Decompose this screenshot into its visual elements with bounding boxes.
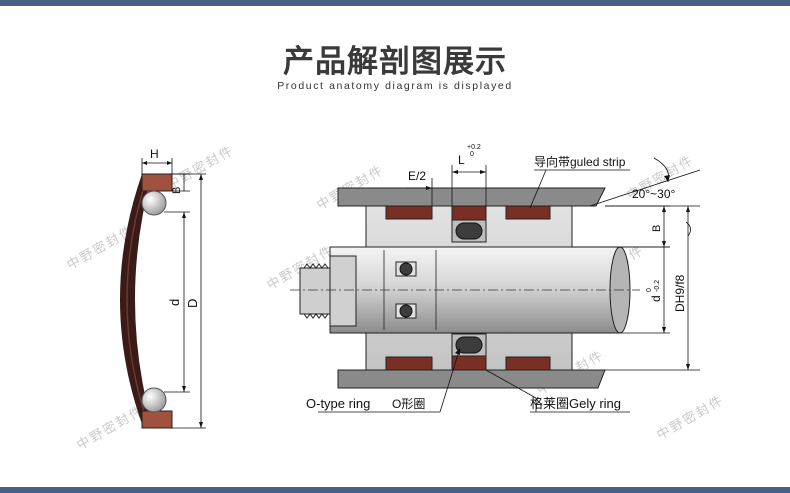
label-o-ring-cn: O形圈 [392,397,425,411]
bottom-oring-section [141,387,167,413]
guide-strip-top-right [505,205,551,220]
dim-B: B [171,187,183,194]
dim-B-right: B [651,225,663,232]
top-accent-bar [0,0,790,6]
dim-L: L [458,153,465,167]
dim-d: d [167,299,182,306]
label-gely-ring: 格莱圈Gely ring [530,396,621,411]
dim-H: H [150,147,159,161]
seal-ring-body [120,174,152,424]
dim-E-half: E/2 [408,169,426,183]
dim-D: D [185,299,200,308]
dim-d-tol-up: 0 [646,288,653,292]
inner-oring-top [399,262,413,276]
oring-bottom [455,336,483,354]
label-o-ring: O-type ring [306,396,370,411]
page-subtitle: Product anatomy diagram is displayed [277,80,513,92]
top-guide-block [141,173,173,192]
label-guide-strip: 导向带guled strip [534,154,626,169]
oring-top [455,222,483,240]
threaded-stud [299,263,331,319]
gely-ring-top [451,205,487,221]
cylinder-top-wall [337,187,606,207]
ring-section-view: H B d D [120,147,206,429]
dim-d-rod: d [649,295,663,302]
bottom-accent-bar [0,487,790,493]
guide-strip-bottom-left [385,356,433,371]
dim-L-tol-low: 0 [470,151,474,158]
inner-oring-bottom [399,304,413,318]
label-angle: 20°~30° [632,187,676,201]
page-title: 产品解剖图展示 [283,44,507,80]
dim-d-tol-low: -0.2 [654,280,661,292]
rod-nut [329,255,357,327]
top-oring-section [141,190,167,216]
cylinder-bottom-wall [337,369,606,389]
guide-strip-bottom-right [505,356,551,371]
watermark-text: 中野密封件 [164,142,237,193]
piston-assembly-view: E/2 L +0.2 0 导向带guled strip 20°~30° B d [290,144,701,413]
guide-strip-top-left [385,205,433,220]
dim-L-tol-up: +0.2 [467,144,481,151]
watermark-text: 中野密封件 [654,392,727,443]
bottom-guide-block [141,410,173,429]
dim-bore: DH9/f8 [673,274,687,312]
watermark-text: 中野密封件 [74,402,147,453]
